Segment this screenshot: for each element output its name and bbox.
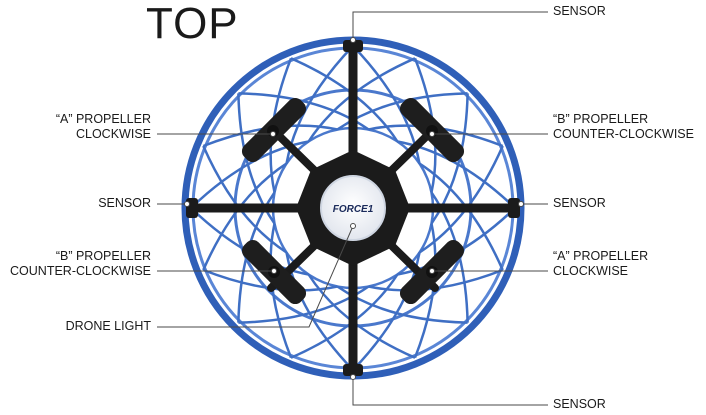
label-prop-b-bottom-left-line2: COUNTER-CLOCKWISE	[10, 264, 151, 279]
label-sensor-right-text: SENSOR	[553, 196, 606, 211]
label-sensor-top-text: SENSOR	[553, 4, 606, 19]
label-sensor-left-text: SENSOR	[98, 196, 151, 211]
label-prop-a-bottom-right: “A” PROPELLER CLOCKWISE	[553, 249, 648, 279]
label-prop-b-bottom-left-line1: “B” PROPELLER	[10, 249, 151, 264]
label-sensor-left: SENSOR	[98, 196, 151, 211]
label-drone-light-text: DRONE LIGHT	[66, 319, 151, 334]
brand-logo: FORCE1	[333, 204, 374, 215]
label-prop-a-top-left-line1: “A” PROPELLER	[56, 112, 151, 127]
label-prop-b-top-right-line2: COUNTER-CLOCKWISE	[553, 127, 694, 142]
label-prop-b-top-right-line1: “B” PROPELLER	[553, 112, 694, 127]
label-prop-a-bottom-right-line2: CLOCKWISE	[553, 264, 648, 279]
label-prop-b-top-right: “B” PROPELLER COUNTER-CLOCKWISE	[553, 112, 694, 142]
label-prop-a-top-left: “A” PROPELLER CLOCKWISE	[56, 112, 151, 142]
label-drone-light: DRONE LIGHT	[66, 319, 151, 334]
label-sensor-top: SENSOR	[553, 4, 606, 19]
label-prop-a-bottom-right-line1: “A” PROPELLER	[553, 249, 648, 264]
label-prop-a-top-left-line2: CLOCKWISE	[56, 127, 151, 142]
label-sensor-bottom: SENSOR	[553, 397, 606, 412]
label-sensor-bottom-text: SENSOR	[553, 397, 606, 412]
label-prop-b-bottom-left: “B” PROPELLER COUNTER-CLOCKWISE	[10, 249, 151, 279]
label-sensor-right: SENSOR	[553, 196, 606, 211]
